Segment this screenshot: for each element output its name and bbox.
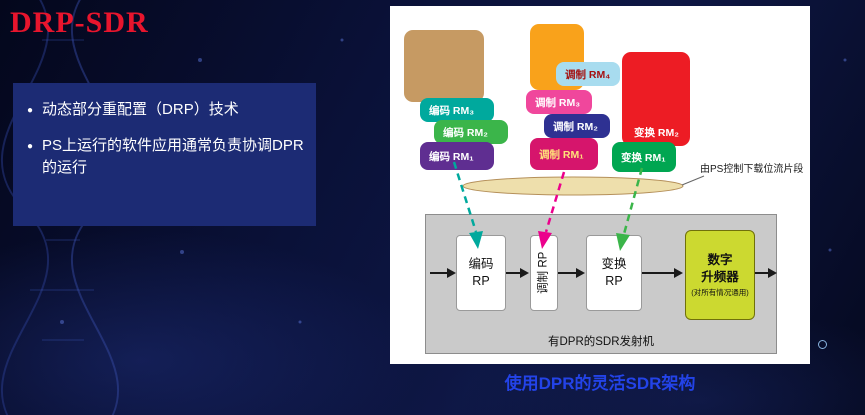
rm-card-label: 调制 RM₁ [539, 148, 584, 161]
rm-card-label: 编码 RM₁ [429, 150, 474, 163]
duc-title: 数字 升频器 [701, 253, 739, 285]
bullet-text: PS上运行的软件应用通常负责协调DPR的运行 [42, 136, 304, 177]
rm-card-encode-2: 编码 RM₂ [434, 120, 508, 144]
rm-card-modulate-1: 调制 RM₁ [530, 138, 598, 170]
ps-note-pointer-line [681, 175, 705, 186]
bullet-text: 动态部分重配置（DRP）技术 [42, 101, 239, 118]
rm-card-label: 变换 RM₁ [621, 151, 666, 164]
transmitter-label: 有DPR的SDR发射机 [547, 336, 655, 348]
rm-card-label: 调制 RM₃ [535, 96, 581, 109]
bullet-panel: ● 动态部分重配置（DRP）技术 ● PS上运行的软件应用通常负责协调DPR的运… [13, 83, 316, 226]
modulate-rp-box: 调制 RP [530, 235, 558, 311]
bullet-icon: ● [27, 105, 34, 116]
rm-card-label: 调制 RM₄ [565, 68, 611, 81]
bullet-item: ● 动态部分重配置（DRP）技术 [27, 99, 304, 122]
rm-card-label: 编码 RM₃ [429, 104, 475, 117]
rm-card-modulate-4: 调制 RM₄ [556, 62, 620, 86]
bullet-icon: ● [27, 140, 34, 152]
rm-card-modulate-2: 调制 RM₂ [544, 114, 610, 138]
encode-rp-box: 编码 RP [456, 235, 506, 311]
rm-card-encode-1: 编码 RM₁ [420, 142, 494, 170]
slide-caption: 使用DPR的灵活SDR架构 [504, 374, 696, 393]
rm-card-encode-back [404, 30, 484, 102]
rm-card-transform-1: 变换 RM₁ [612, 142, 676, 172]
diagram-panel: 编码 RM₃ 编码 RM₂ 编码 RM₁ 调制 RM₄ 调制 RM₃ 调制 RM… [390, 6, 810, 364]
rm-card-transform-2: 变换 RM₂ [622, 52, 690, 146]
duc-note: (对所有情况通用) [691, 288, 749, 298]
modulate-rp-label: 调制 RP [537, 251, 550, 295]
ps-control-note: 由PS控制下载位流片段 [700, 164, 804, 175]
bitstream-ellipse [462, 176, 684, 196]
slide-title: DRP-SDR [10, 6, 149, 39]
rm-card-label: 变换 RM₂ [634, 127, 679, 139]
digital-upconverter-box: 数字 升频器 (对所有情况通用) [685, 230, 755, 320]
rm-card-label: 编码 RM₂ [443, 126, 488, 139]
rm-card-modulate-3: 调制 RM₃ [526, 90, 592, 114]
transform-rp-box: 变换 RP [586, 235, 642, 311]
rm-card-encode-3: 编码 RM₃ [420, 98, 494, 122]
bullet-item: ● PS上运行的软件应用通常负责协调DPR的运行 [27, 135, 304, 180]
rm-card-label: 调制 RM₂ [553, 120, 598, 133]
decor-ring [818, 340, 827, 349]
